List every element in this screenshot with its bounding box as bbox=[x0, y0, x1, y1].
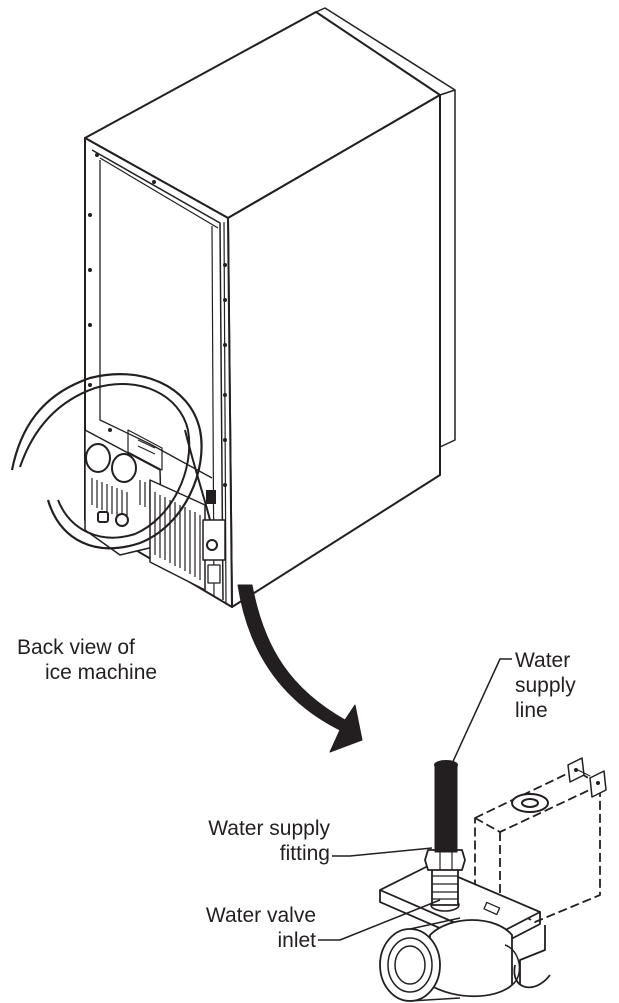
back-view-label-line-2: ice machine bbox=[45, 661, 158, 684]
water-supply-tube bbox=[434, 760, 458, 853]
back-view-label-line-1: Back view of bbox=[17, 636, 135, 659]
side-vent-panel bbox=[149, 479, 226, 591]
water-supply-line-label-2: supply bbox=[515, 674, 576, 697]
water-supply-line-label-3: line bbox=[515, 699, 548, 722]
water-valve-assembly bbox=[379, 757, 607, 1002]
callout-leaders bbox=[318, 658, 512, 941]
valve-body bbox=[379, 917, 521, 1002]
supply-hose-loop bbox=[10, 373, 211, 550]
leader-water-supply-fitting bbox=[332, 847, 433, 857]
water-supply-line-label: Water supply line bbox=[515, 648, 576, 723]
ice-machine-cabinet bbox=[84, 7, 456, 608]
water-supply-fitting-label: Water supply fitting bbox=[160, 816, 330, 866]
rear-vent-panel bbox=[84, 429, 163, 556]
leader-water-supply-line bbox=[449, 658, 512, 769]
valve-inlet-fitting bbox=[424, 849, 466, 912]
water-supply-fitting-label-1: Water supply bbox=[208, 817, 330, 840]
water-supply-line-label-1: Water bbox=[515, 649, 571, 672]
water-valve-inlet-label-2: inlet bbox=[277, 929, 316, 952]
leader-water-valve-inlet bbox=[318, 899, 441, 941]
water-valve-inlet-label: Water valve inlet bbox=[150, 903, 316, 953]
water-supply-fitting-label-2: fitting bbox=[279, 842, 330, 865]
back-view-label: Back view of ice machine bbox=[17, 635, 157, 685]
solenoid-coil bbox=[474, 757, 607, 989]
zoom-arrow bbox=[237, 584, 363, 753]
water-valve-inlet-label-1: Water valve bbox=[205, 904, 316, 927]
